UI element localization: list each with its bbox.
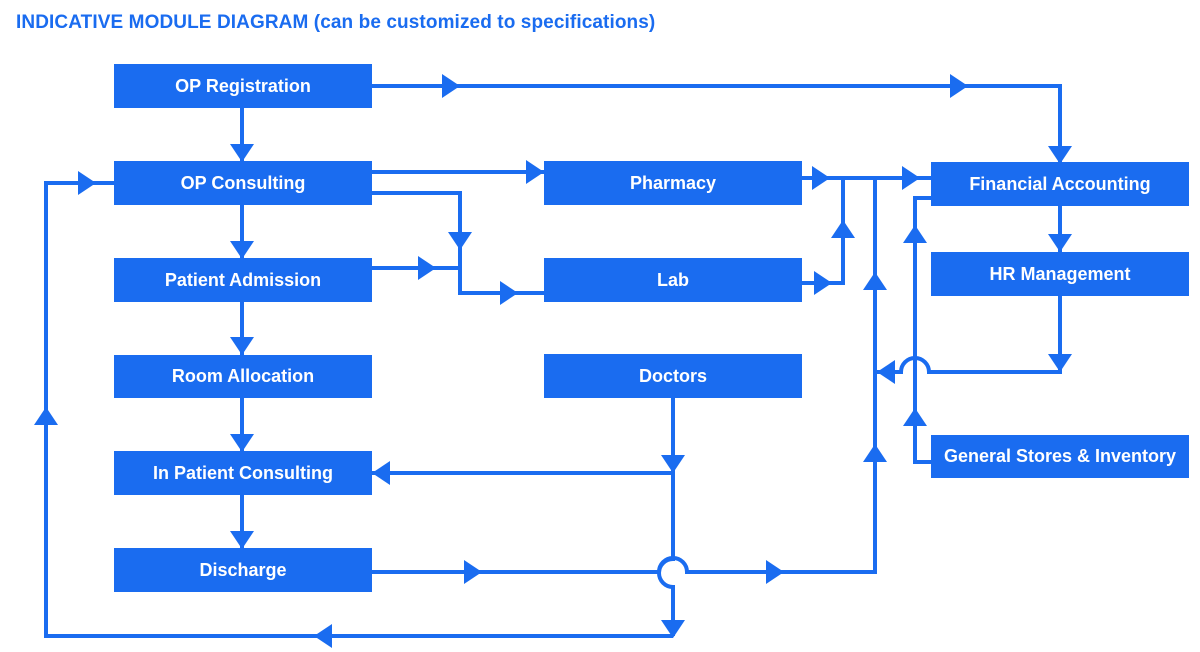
connector-registration-to-finance	[372, 84, 1062, 162]
arrow-right	[766, 560, 784, 584]
module-doctors: Doctors	[544, 354, 802, 398]
module-general-stores-inventory: General Stores & Inventory	[931, 435, 1189, 478]
arrow-down	[230, 531, 254, 549]
arrow-up	[831, 220, 855, 238]
arrow-right	[442, 74, 460, 98]
arrow-down	[448, 232, 472, 250]
connector-discharge-to-finance	[372, 178, 877, 574]
arrow-right	[78, 171, 96, 195]
arrow-up	[903, 408, 927, 426]
arrow-right	[418, 256, 436, 280]
arrow-right	[902, 166, 920, 190]
arrow-down	[661, 455, 685, 473]
connector-stores-to-finance	[913, 196, 931, 464]
arrow-down	[1048, 234, 1072, 252]
module-hr-management: HR Management	[931, 252, 1189, 296]
arrow-right	[814, 271, 832, 295]
arrow-up	[903, 225, 927, 243]
module-room-allocation: Room Allocation	[114, 355, 372, 398]
arrow-down	[1048, 146, 1072, 164]
connector-hr-to-finance	[877, 296, 1062, 374]
arrow-right	[812, 166, 830, 190]
arrow-left	[314, 624, 332, 648]
module-discharge: Discharge	[114, 548, 372, 592]
arrow-down	[661, 620, 685, 638]
arrow-down	[230, 434, 254, 452]
connector-doctors-down	[657, 398, 675, 636]
module-in-patient-consulting: In Patient Consulting	[114, 451, 372, 495]
diagram-title: INDICATIVE MODULE DIAGRAM (can be custom…	[16, 12, 656, 33]
module-financial-accounting: Financial Accounting	[931, 162, 1189, 206]
module-patient-admission: Patient Admission	[114, 258, 372, 302]
module-op-consulting: OP Consulting	[114, 161, 372, 205]
arrow-up	[863, 444, 887, 462]
arrow-down	[230, 144, 254, 162]
module-lab: Lab	[544, 258, 802, 302]
arrow-down	[230, 337, 254, 355]
arrow-down	[230, 241, 254, 259]
arrow-down	[1048, 354, 1072, 372]
module-pharmacy: Pharmacy	[544, 161, 802, 205]
arrow-right	[950, 74, 968, 98]
arrow-up	[863, 272, 887, 290]
arrow-right	[464, 560, 482, 584]
arrow-right	[500, 281, 518, 305]
arrow-right	[526, 160, 544, 184]
arrow-left	[877, 360, 895, 384]
module-op-registration: OP Registration	[114, 64, 372, 108]
arrow-left	[372, 461, 390, 485]
arrow-up	[34, 407, 58, 425]
